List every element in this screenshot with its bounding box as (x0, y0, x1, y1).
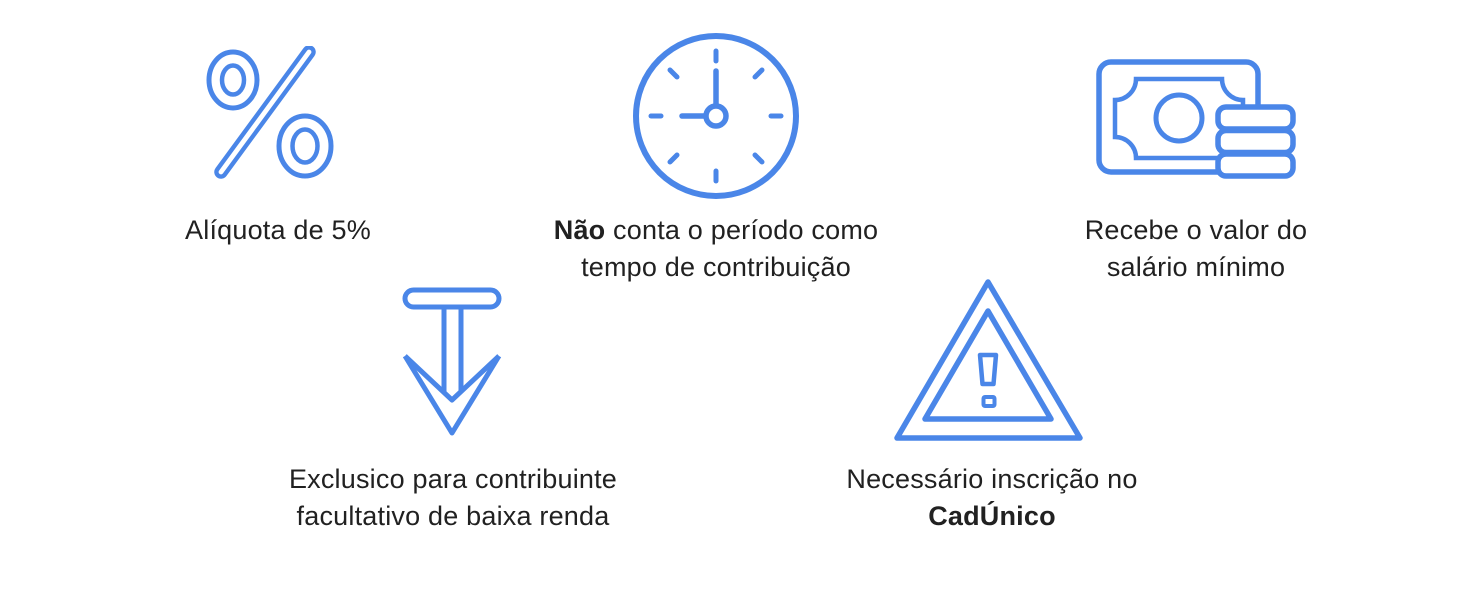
clock-icon (628, 28, 804, 204)
caption-tempo-bold-text: Não (553, 215, 606, 245)
caption-cadunico-line1: Necessário inscrição no (846, 464, 1138, 494)
caption-facultativo-line1: Exclusico para contribuinte (288, 464, 618, 494)
caption-tempo-line2: tempo de contribuição (581, 252, 851, 282)
caption-cadunico-bold-text: CadÚnico (928, 501, 1056, 531)
caption-salario-line2: salário mínimo (1106, 252, 1286, 282)
caption-salario-line1: Recebe o valor do (1084, 215, 1308, 245)
caption-contribuinte-facultativo: Exclusico para contribuinte facultativo … (248, 461, 658, 535)
caption-facultativo-line2: facultativo de baixa renda (296, 501, 610, 531)
caption-salario-minimo: Recebe o valor do salário mínimo (1016, 212, 1376, 286)
caption-cadunico: Necessário inscrição no CadÚnico (787, 461, 1197, 535)
money-icon (1096, 58, 1298, 180)
percent-icon (204, 46, 338, 180)
caption-aliquota-text: Alíquota de 5% (185, 215, 371, 245)
caption-tempo-line1: conta o período como (605, 215, 879, 245)
caption-tempo-contribuicao: Não conta o período como tempo de contri… (506, 212, 926, 286)
down-arrow-icon (402, 286, 504, 438)
caption-aliquota: Alíquota de 5% (98, 212, 458, 249)
warning-icon (893, 278, 1085, 444)
